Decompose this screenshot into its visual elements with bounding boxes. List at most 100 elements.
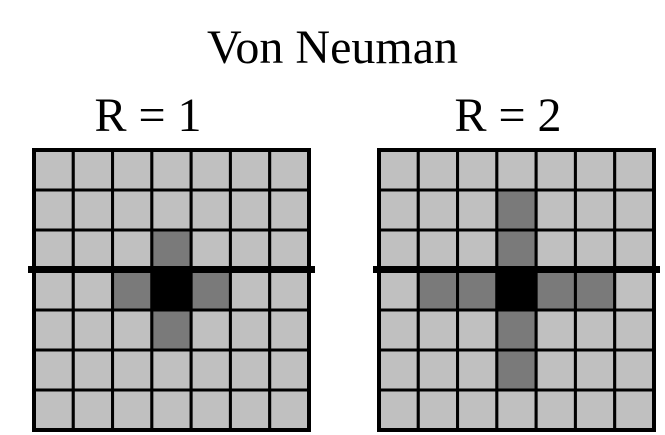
cell <box>150 188 193 232</box>
cell <box>377 388 420 432</box>
cell <box>416 188 460 232</box>
center-cell <box>150 268 193 312</box>
cell <box>32 188 75 232</box>
neighbor-cell <box>534 268 577 312</box>
panel-label-r1: R = 1 <box>94 89 202 142</box>
cell <box>534 388 577 432</box>
neighborhood-grid-r2 <box>373 148 660 432</box>
cell <box>71 348 115 392</box>
cell <box>228 348 272 392</box>
cell <box>32 268 75 312</box>
panel-label-r2: R = 2 <box>454 89 562 142</box>
cell <box>613 188 656 232</box>
cell <box>111 148 154 192</box>
cell <box>189 188 232 232</box>
neighbor-cell <box>189 268 232 312</box>
cell <box>71 188 115 232</box>
cell <box>32 308 75 352</box>
cell <box>268 228 311 272</box>
cell <box>534 148 577 192</box>
cell <box>456 148 499 192</box>
cell <box>456 228 499 272</box>
cell <box>228 388 272 432</box>
cell <box>456 388 499 432</box>
cell <box>228 268 272 312</box>
cell <box>228 188 272 232</box>
neighbor-cell <box>150 308 193 352</box>
cell <box>416 308 460 352</box>
cell <box>534 228 577 272</box>
cell <box>32 228 75 272</box>
cell <box>573 148 617 192</box>
cell <box>150 148 193 192</box>
cell <box>377 348 420 392</box>
cell <box>495 148 538 192</box>
cell <box>534 308 577 352</box>
cell <box>111 228 154 272</box>
cell <box>377 188 420 232</box>
center-cell <box>495 268 538 312</box>
cell <box>268 348 311 392</box>
cell <box>71 228 115 272</box>
cell <box>613 148 656 192</box>
cell <box>32 148 75 192</box>
cell <box>573 228 617 272</box>
cell <box>416 348 460 392</box>
neighbor-cell <box>495 348 538 392</box>
cell <box>416 148 460 192</box>
cell <box>613 268 656 312</box>
cell <box>150 348 193 392</box>
neighbor-cell <box>495 308 538 352</box>
cell <box>32 388 75 432</box>
cell <box>573 388 617 432</box>
cell <box>32 348 75 392</box>
neighbor-cell <box>456 268 499 312</box>
cell <box>111 388 154 432</box>
cell <box>268 268 311 312</box>
cell <box>71 388 115 432</box>
cell <box>416 228 460 272</box>
cell <box>377 268 420 312</box>
cell <box>71 268 115 312</box>
cell <box>377 228 420 272</box>
cell <box>456 188 499 232</box>
grid-border <box>32 148 311 432</box>
cell <box>228 308 272 352</box>
cell <box>613 348 656 392</box>
neighbor-cell <box>150 228 193 272</box>
cell <box>228 228 272 272</box>
cell <box>456 308 499 352</box>
cell <box>150 388 193 432</box>
cell <box>534 348 577 392</box>
cell <box>189 148 232 192</box>
cell <box>613 388 656 432</box>
neighbor-cell <box>495 188 538 232</box>
neighbor-cell <box>111 268 154 312</box>
cell <box>268 388 311 432</box>
cell <box>534 188 577 232</box>
cell <box>456 348 499 392</box>
center-row-divider <box>373 266 660 273</box>
cell <box>377 148 420 192</box>
diagram-title: Von Neuman <box>206 21 459 74</box>
neighbor-cell <box>573 268 617 312</box>
cell <box>71 308 115 352</box>
cell <box>189 348 232 392</box>
neighbor-cell <box>416 268 460 312</box>
cell <box>268 308 311 352</box>
cell <box>228 148 272 192</box>
cell <box>111 348 154 392</box>
cell <box>613 308 656 352</box>
cell <box>573 188 617 232</box>
cell <box>111 188 154 232</box>
cell <box>573 308 617 352</box>
neighborhood-grid-r1 <box>28 148 315 432</box>
grid-border <box>377 148 656 432</box>
cell <box>416 388 460 432</box>
cell <box>268 188 311 232</box>
cell <box>613 228 656 272</box>
center-row-divider <box>28 266 315 273</box>
cell <box>189 308 232 352</box>
cell <box>189 388 232 432</box>
cell <box>111 308 154 352</box>
